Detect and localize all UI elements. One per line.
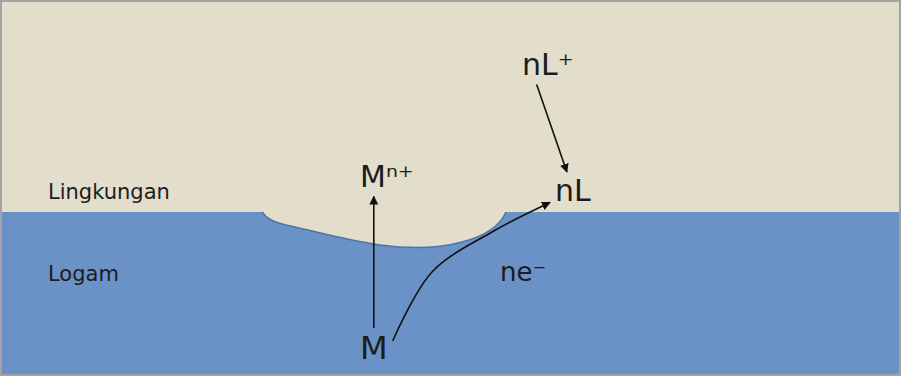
reduction-arrow — [537, 85, 567, 173]
ion-species: Mⁿ⁺ — [358, 160, 416, 195]
metal-atom: M — [358, 330, 390, 367]
pit-rim — [262, 212, 506, 247]
region-label: Logam — [48, 262, 119, 286]
species-label: nL⁺ — [522, 48, 574, 83]
electron-flow-arrow — [393, 203, 550, 342]
region-label: Lingkungan — [48, 180, 170, 204]
reduced-species: nL — [553, 174, 593, 209]
species-label: Mⁿ⁺ — [360, 160, 414, 195]
edge-label: ne⁻ — [500, 258, 546, 288]
pit-fill — [262, 212, 506, 247]
oxidant-species: nL⁺ — [520, 48, 576, 83]
species-label: M — [360, 330, 388, 367]
species-label: nL — [555, 174, 591, 209]
metal-band: LogamM — [0, 212, 901, 376]
migration-arrow — [373, 197, 375, 329]
environment-band: Lingkungan Mⁿ⁺ nL⁺ nL — [0, 0, 901, 212]
